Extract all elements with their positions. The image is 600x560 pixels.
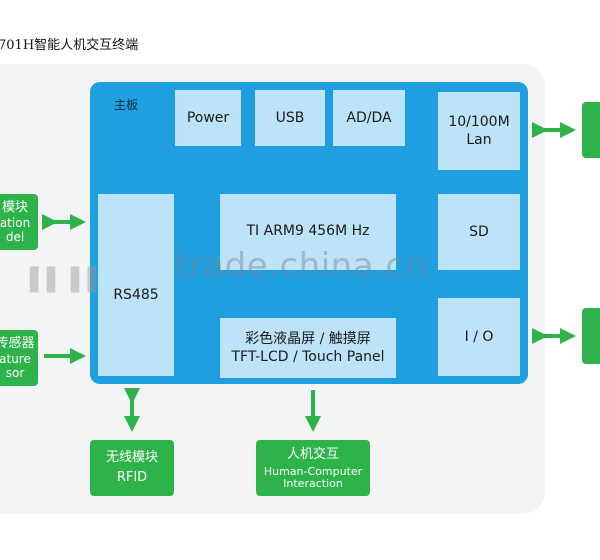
io-module: I / O <box>438 298 520 376</box>
hci-block: 人机交互 Human-Computer Interaction <box>256 440 370 496</box>
lan-label-line2: Lan <box>466 132 492 148</box>
adda-label: AD/DA <box>346 110 392 126</box>
lan-module: 10/100M Lan <box>438 92 520 170</box>
usb-label: USB <box>275 110 305 126</box>
main-board-label: 主板 <box>114 98 139 112</box>
comm-module-en1: ation <box>0 216 31 230</box>
hci-zh: 人机交互 <box>286 446 339 462</box>
cpu-module: TI ARM9 456M Hz <box>220 194 396 270</box>
rs485-module: RS485 <box>98 194 174 376</box>
sd-module: SD <box>438 194 520 270</box>
display-label-en: TFT-LCD / Touch Panel <box>231 349 385 365</box>
adda-module: AD/DA <box>333 90 405 146</box>
watermark-bars: ▌▌ ▌▌ <box>30 268 105 293</box>
rfid-block: 无线模块 RFID <box>90 440 174 496</box>
communication-module-block: 模块 ation del <box>0 194 38 250</box>
rs485-label: RS485 <box>113 287 159 303</box>
hci-en1: Human-Computer <box>263 464 363 478</box>
diagram-title: 701H智能人机交互终端 <box>0 38 139 53</box>
sensor-en1: ature <box>0 352 31 366</box>
rfid-en: RFID <box>116 470 148 485</box>
usb-module: USB <box>255 90 325 146</box>
comm-module-zh: 模块 <box>1 200 28 215</box>
sensor-zh: 传感器 <box>0 336 35 351</box>
watermark-text: trade.china.cn <box>175 246 427 286</box>
temperature-sensor-block: 传感器 ature sor <box>0 330 38 386</box>
power-module: Power <box>175 90 241 146</box>
hci-en2: Interaction <box>283 476 343 490</box>
sensor-en2: sor <box>5 366 25 380</box>
cpu-label: TI ARM9 456M Hz <box>246 223 370 239</box>
rfid-zh: 无线模块 <box>105 450 158 465</box>
right-bottom-block <box>582 308 600 364</box>
power-label: Power <box>186 110 230 126</box>
comm-module-en2: del <box>5 230 25 244</box>
lan-label-line1: 10/100M <box>448 114 510 130</box>
display-module: 彩色液晶屏 / 触摸屏 TFT-LCD / Touch Panel <box>220 318 396 378</box>
io-label: I / O <box>464 329 494 345</box>
display-label-zh: 彩色液晶屏 / 触摸屏 <box>245 331 371 347</box>
sd-label: SD <box>469 224 489 240</box>
right-top-block: l <box>582 102 600 158</box>
